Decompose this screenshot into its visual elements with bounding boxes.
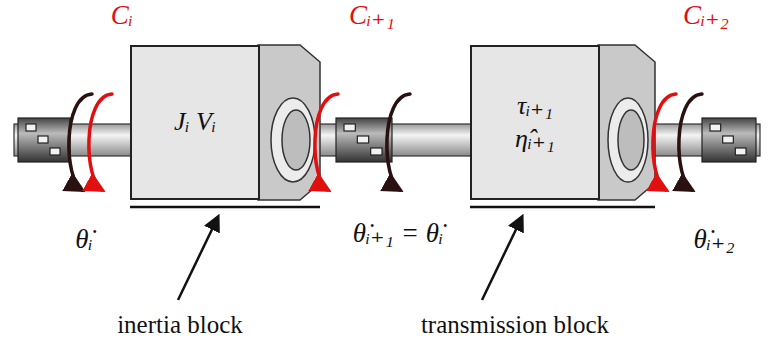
block-parameter: η̂ᵢ₊₁	[515, 123, 555, 156]
rotation-arrow	[315, 94, 338, 190]
spline-collar	[702, 118, 756, 162]
speed-label: θ̇ᵢ	[75, 226, 93, 253]
block-parameter: τᵢ₊₁	[517, 90, 553, 123]
rotation-arrow	[387, 94, 410, 190]
torque-label: Cᵢ	[111, 2, 133, 29]
rotation-arrow	[679, 94, 702, 190]
transmission-block: τᵢ₊₁η̂ᵢ₊₁	[470, 45, 600, 200]
inertia-block: Jᵢ Vᵢ	[130, 45, 260, 200]
block-name: inertia block	[117, 312, 243, 337]
speed-label: θ̇ᵢ₊₂	[693, 226, 734, 253]
spline-slot	[723, 136, 734, 143]
speed-label: θ̇ᵢ₊₁ = θ̇ᵢ	[353, 220, 443, 247]
block-parameter: Jᵢ Vᵢ	[174, 106, 216, 139]
spline-slot	[735, 148, 746, 155]
spline-slot	[357, 136, 368, 143]
spline-slot	[38, 136, 48, 143]
rotation-arrow	[653, 94, 676, 190]
spline-collar	[18, 118, 70, 162]
spline-slot	[344, 124, 355, 131]
torque-label: Cᵢ₊₁	[349, 2, 395, 29]
spline-slot	[50, 148, 60, 155]
spline-slot	[26, 124, 36, 131]
torque-label: Cᵢ₊₂	[683, 2, 729, 29]
spline-slot	[371, 148, 382, 155]
spline-slot	[710, 124, 721, 131]
rotation-arrow	[89, 94, 112, 190]
spline-collar	[336, 118, 392, 162]
block-name: transmission block	[421, 312, 609, 337]
